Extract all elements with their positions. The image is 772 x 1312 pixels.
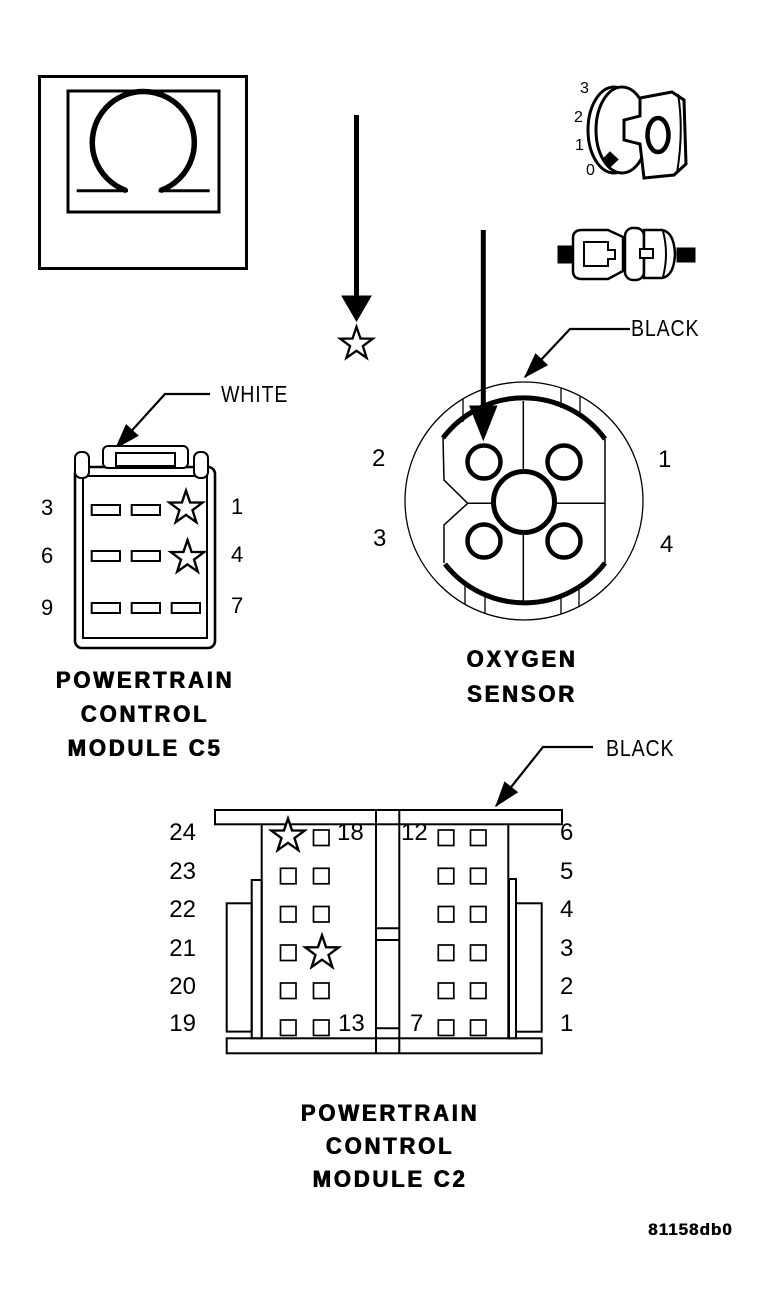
pcm-c2-title: POWERTRAIN CONTROL MODULE C2 bbox=[283, 1097, 496, 1196]
pcm-c5-title-line3: MODULE C5 bbox=[67, 735, 223, 762]
c2-pin-21: 21 bbox=[169, 934, 196, 962]
c2-pin-19: 19 bbox=[169, 1010, 196, 1037]
ohmmeter-icon bbox=[38, 75, 248, 270]
c5-pin-3: 3 bbox=[41, 495, 54, 520]
o2-pin-1: 1 bbox=[658, 446, 672, 473]
c2-pin-6: 6 bbox=[560, 819, 574, 846]
c2-pin-4: 4 bbox=[560, 896, 574, 923]
dial-tick-3: 3 bbox=[580, 80, 589, 97]
c2-pin-23: 23 bbox=[169, 857, 196, 885]
c5-connector-color-label: WHITE bbox=[221, 381, 289, 407]
c5-pin-7: 7 bbox=[231, 593, 244, 618]
white-leader-arrow-icon bbox=[114, 392, 210, 450]
o2-connector-color-label: BLACK bbox=[631, 315, 700, 341]
o2-center-hole bbox=[491, 469, 557, 535]
pcm-c5-title-line1: POWERTRAIN bbox=[55, 667, 235, 694]
c5-pin-1: 1 bbox=[231, 494, 244, 519]
c2-pin-7: 7 bbox=[410, 1010, 424, 1037]
pcm-c2-title-line2: CONTROL bbox=[325, 1133, 455, 1160]
dial-pointer-icon bbox=[601, 151, 619, 168]
o2-pin-3: 3 bbox=[373, 525, 387, 552]
pcm-c5-title: POWERTRAIN CONTROL MODULE C5 bbox=[39, 664, 251, 766]
c5-pin-9: 9 bbox=[41, 595, 54, 620]
o2-pin-4-cavity bbox=[545, 522, 583, 560]
oxygen-sensor-title: OXYGEN SENSOR bbox=[439, 642, 605, 712]
omega-glyph bbox=[89, 88, 198, 194]
test-lead-connector-icon bbox=[557, 226, 696, 282]
o2-pin-3-cavity bbox=[465, 522, 503, 560]
o2-pin-2: 2 bbox=[372, 445, 386, 472]
oxygen-sensor-connector bbox=[404, 381, 644, 621]
c2-pin-13: 13 bbox=[338, 1010, 365, 1037]
c2-pin-24: 24 bbox=[169, 819, 196, 846]
c2-pin-12: 12 bbox=[401, 819, 428, 846]
o2-pin-1-cavity bbox=[545, 443, 583, 481]
pcm-c2-connector bbox=[214, 809, 563, 1055]
c2-pin-18: 18 bbox=[337, 819, 364, 846]
probe-arrow-to-star-icon bbox=[339, 115, 374, 360]
dial-tick-1: 1 bbox=[575, 137, 584, 154]
o2-pin-2-cavity bbox=[465, 443, 503, 481]
oxygen-sensor-title-line2: SENSOR bbox=[467, 681, 577, 708]
c2-black-leader-arrow-icon bbox=[495, 745, 593, 808]
dial-tick-2: 2 bbox=[574, 109, 583, 126]
c2-connector-color-label: BLACK bbox=[606, 735, 675, 761]
c2-pin-5: 5 bbox=[560, 857, 574, 885]
oxygen-sensor-title-line1: OXYGEN bbox=[466, 646, 578, 673]
dial-tick-0: 0 bbox=[586, 162, 595, 179]
meter-dial-icon bbox=[586, 85, 688, 180]
c2-pin-22: 22 bbox=[169, 896, 196, 923]
c5-pin-6: 6 bbox=[41, 543, 54, 568]
c2-pin-1: 1 bbox=[560, 1010, 574, 1037]
o2-black-leader-arrow-icon bbox=[523, 327, 630, 379]
pcm-c2-title-line1: POWERTRAIN bbox=[300, 1100, 480, 1127]
figure-code: 81158db0 bbox=[648, 1220, 733, 1239]
c2-pin-3: 3 bbox=[560, 934, 574, 962]
pcm-c5-title-line2: CONTROL bbox=[80, 701, 210, 728]
c2-pin-20: 20 bbox=[169, 973, 196, 1000]
pcm-c5-connector bbox=[73, 445, 217, 650]
pcm-c2-title-line3: MODULE C2 bbox=[312, 1166, 468, 1193]
o2-pin-4: 4 bbox=[660, 531, 674, 558]
c2-pin-2: 2 bbox=[560, 973, 574, 1000]
probe-arrow-to-o2-pin-icon bbox=[469, 230, 498, 442]
c5-pin-4: 4 bbox=[231, 542, 244, 567]
